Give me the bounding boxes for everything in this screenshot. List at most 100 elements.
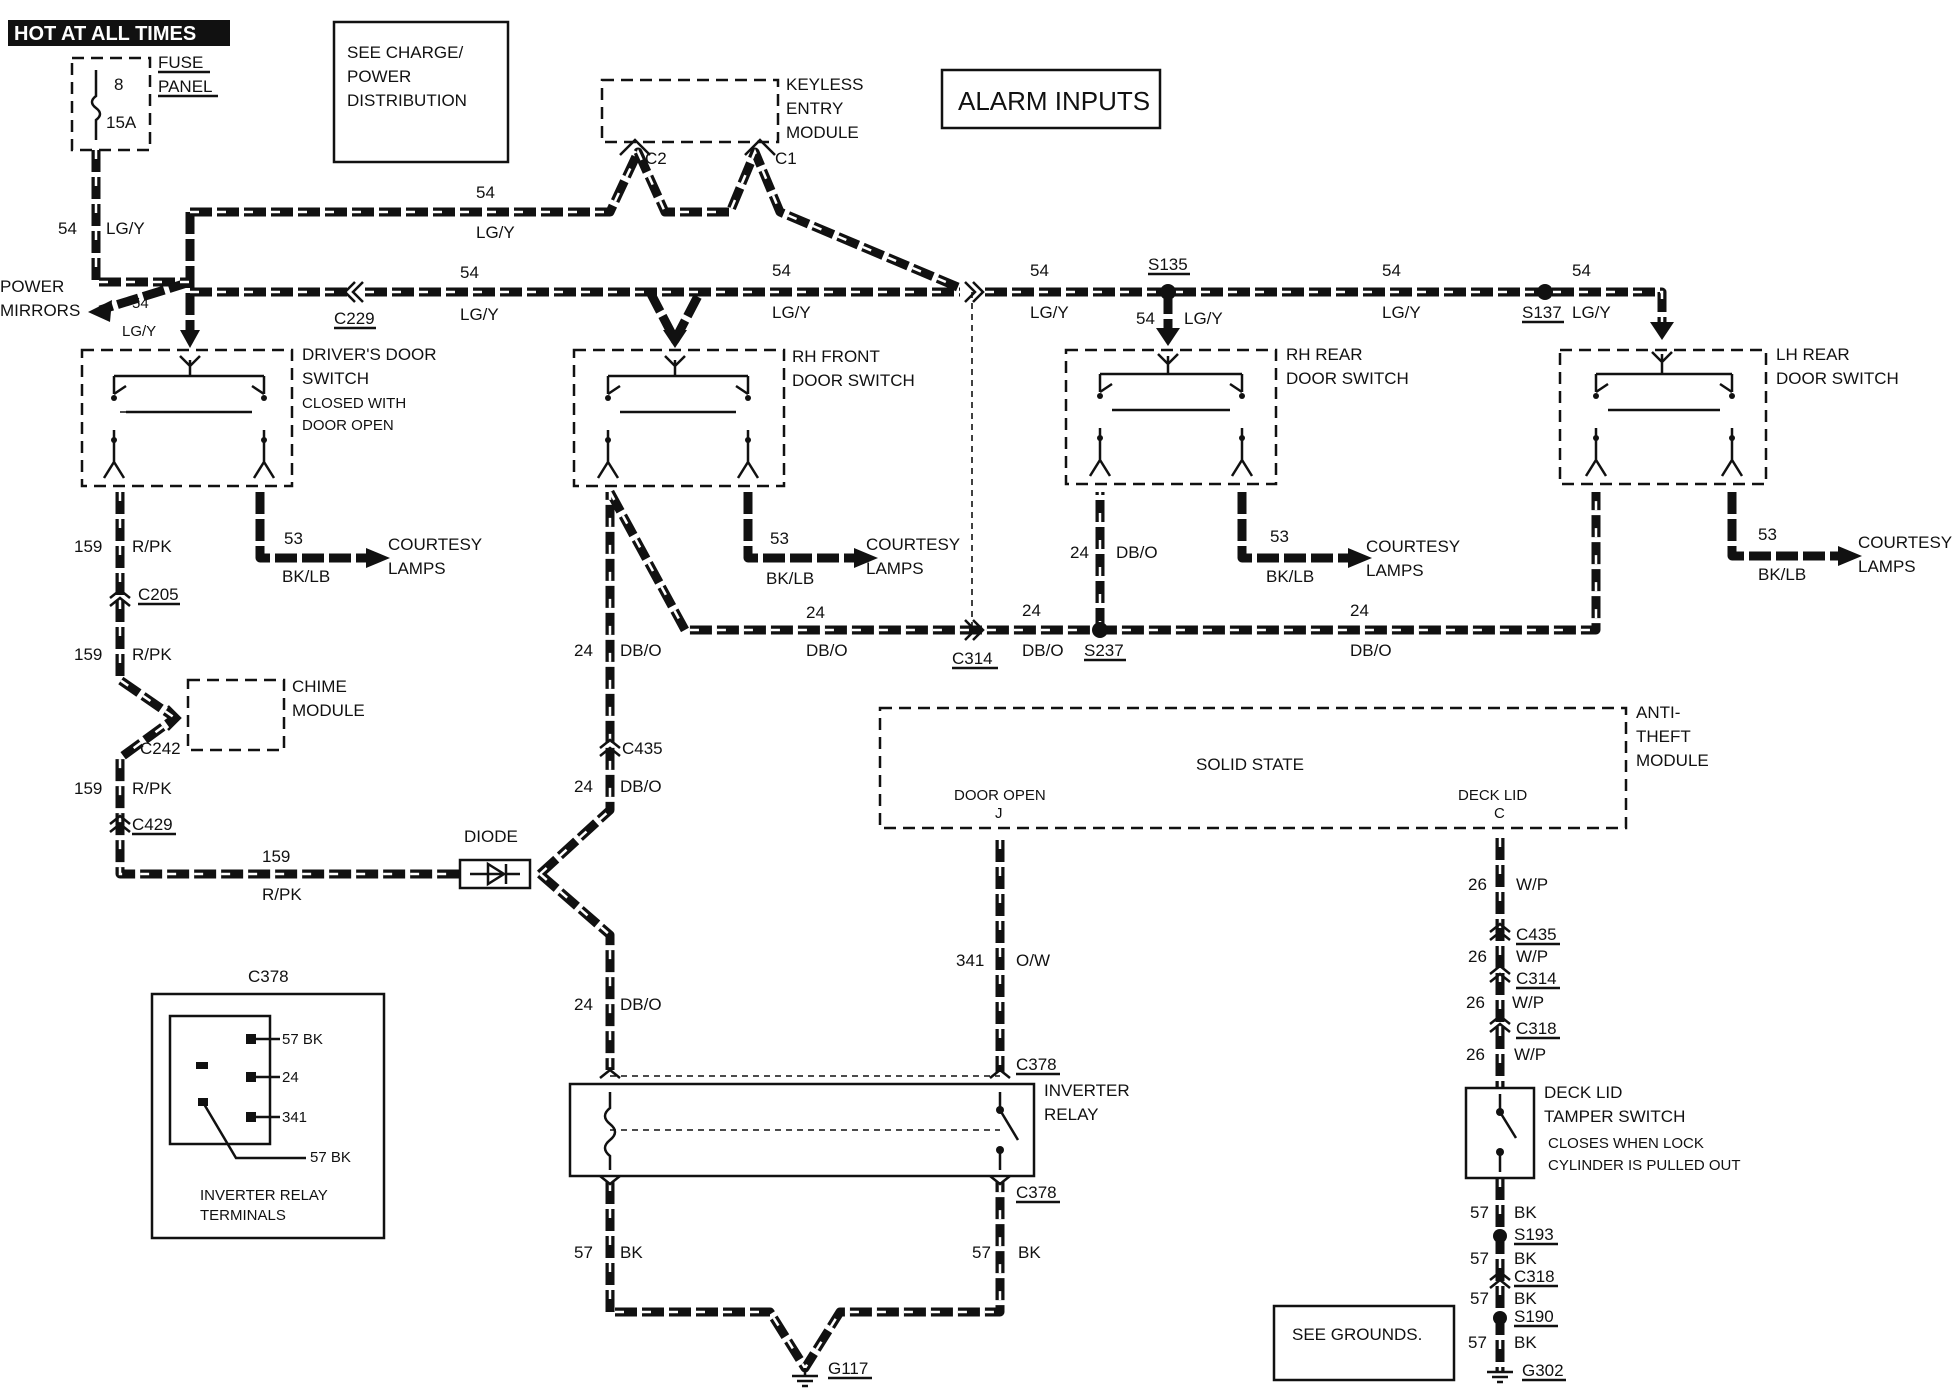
conn-c318-b: C318	[1514, 1267, 1555, 1286]
arrows	[88, 300, 1862, 568]
conn-c314-b: C314	[1516, 969, 1557, 988]
driver-switch-note-1: CLOSED WITH	[302, 395, 406, 412]
conn-c318-a: C318	[1516, 1019, 1557, 1038]
splice-s237	[1092, 622, 1108, 638]
terminal-pin-1: 57 BK	[282, 1031, 323, 1048]
arrow-power-mirrors	[88, 300, 112, 322]
wire-lgy-label-e: LG/Y	[772, 303, 811, 322]
wire-lgy-label-f: LG/Y	[1030, 303, 1069, 322]
conn-c378-a: C378	[1016, 1055, 1057, 1074]
keyless-c2: C2	[645, 149, 667, 168]
terminal-pin-4: 57 BK	[310, 1149, 351, 1166]
wire-159-a: 159	[74, 537, 102, 556]
courtesy-b-1: COURTESY	[866, 535, 960, 554]
wire-rpk-d: R/PK	[262, 885, 302, 904]
wire-24-e: 24	[1022, 601, 1041, 620]
keyless-c1: C1	[775, 149, 797, 168]
rhfront-switch-label-2: DOOR SWITCH	[792, 371, 915, 390]
wire-dbo-a: DB/O	[620, 641, 662, 660]
arrow-courtesy-3	[1348, 548, 1372, 568]
wire-54-label-g: 54	[1136, 309, 1155, 328]
ground-g117	[792, 1368, 818, 1388]
arrow-courtesy-4	[1838, 546, 1862, 566]
wire-rpk-b: R/PK	[132, 645, 172, 664]
wire-57-d: 57	[1470, 1249, 1489, 1268]
fuse-rating: 15A	[106, 113, 137, 132]
conn-c429: C429	[132, 815, 173, 834]
wire-bklb-d: BK/LB	[1758, 565, 1806, 584]
wire-53-d: 53	[1758, 525, 1777, 544]
fuse-element	[90, 70, 102, 140]
anti-theft-label-1: ANTI-	[1636, 703, 1680, 722]
solid-state-label: SOLID STATE	[1196, 755, 1304, 774]
conn-c435-b: C435	[1516, 925, 1557, 944]
wire-54-mirrors	[98, 277, 192, 315]
fuse-box	[70, 56, 152, 152]
splice-s190	[1493, 1311, 1507, 1325]
conn-c242: C242	[140, 739, 181, 758]
deck-lid-label: DECK LID	[1458, 787, 1527, 804]
wire-bk-b: BK	[1018, 1243, 1041, 1262]
arrow-courtesy-1	[366, 548, 390, 568]
conn-s237: S237	[1084, 641, 1124, 660]
rhrear-switch-label-2: DOOR SWITCH	[1286, 369, 1409, 388]
wire-bk-c: BK	[1514, 1203, 1537, 1222]
chime-label-2: MODULE	[292, 701, 365, 720]
lhrear-switch-label-1: LH REAR	[1776, 345, 1850, 364]
rhrear-switch-label-1: RH REAR	[1286, 345, 1363, 364]
power-mirrors-1: POWER	[0, 277, 64, 296]
wire-24-a: 24	[574, 641, 593, 660]
wire-bklb-b: BK/LB	[766, 569, 814, 588]
ground-g117-label: G117	[828, 1359, 868, 1378]
power-mirrors-2: MIRRORS	[0, 301, 80, 320]
anti-theft-label-3: MODULE	[1636, 751, 1709, 770]
see-charge-line-2: POWER	[347, 67, 411, 86]
wire-lgy-label-b: LG/Y	[122, 323, 156, 340]
conn-c435-a: C435	[622, 739, 663, 758]
keyless-label-2: ENTRY	[786, 99, 843, 118]
connector-marks	[109, 138, 1511, 1289]
page-title: ALARM INPUTS	[958, 86, 1150, 116]
wire-57-c: 57	[1470, 1203, 1489, 1222]
wire-53-b: 53	[770, 529, 789, 548]
lhrear-switch-label-2: DOOR SWITCH	[1776, 369, 1899, 388]
wire-53-rhrear	[1237, 492, 1352, 563]
see-charge-line-3: DISTRIBUTION	[347, 91, 467, 110]
arrow-driver-drop	[180, 330, 200, 348]
wire-bk-e: BK	[1514, 1289, 1537, 1308]
fuse-number: 8	[114, 75, 123, 94]
arrow-rhfront-drop	[663, 330, 687, 348]
see-grounds-label: SEE GROUNDS.	[1292, 1325, 1422, 1344]
conn-s190: S190	[1514, 1307, 1554, 1326]
wire-bk-f: BK	[1514, 1333, 1537, 1352]
wire-highlights	[94, 148, 1664, 1372]
lh-rear-door-switch	[1558, 348, 1768, 486]
wire-54-label-i: 54	[1572, 261, 1591, 280]
wire-wp-b: W/P	[1516, 947, 1548, 966]
terminal-pin-2: 24	[282, 1069, 299, 1086]
door-open-pin: J	[995, 805, 1003, 822]
courtesy-a-1: COURTESY	[388, 535, 482, 554]
splice-s193	[1493, 1229, 1507, 1243]
wire-53-c: 53	[1270, 527, 1289, 546]
driver-door-switch	[80, 348, 294, 488]
terminals-caption-2: TERMINALS	[200, 1207, 286, 1224]
wire-54-upper	[190, 147, 962, 293]
arrow-lhrear-drop	[1650, 322, 1674, 340]
arrow-rhrear-drop	[1156, 328, 1180, 346]
courtesy-c-2: LAMPS	[1366, 561, 1424, 580]
wire-26-a: 26	[1468, 875, 1487, 894]
hot-label-bg	[8, 20, 230, 46]
see-grounds-box	[1272, 1304, 1456, 1382]
wire-26-c: 26	[1466, 993, 1485, 1012]
terminals-title: C378	[248, 967, 289, 986]
wire-ow: O/W	[1016, 951, 1050, 970]
wire-54-label-h: 54	[1382, 261, 1401, 280]
wire-341: 341	[956, 951, 984, 970]
conn-s137: S137	[1522, 303, 1562, 322]
wire-lgy-label-c: LG/Y	[476, 223, 515, 242]
terminals-caption-1: INVERTER RELAY	[200, 1187, 328, 1204]
deck-switch-note-2: CYLINDER IS PULLED OUT	[1548, 1157, 1741, 1174]
arrow-courtesy-2	[854, 548, 878, 568]
